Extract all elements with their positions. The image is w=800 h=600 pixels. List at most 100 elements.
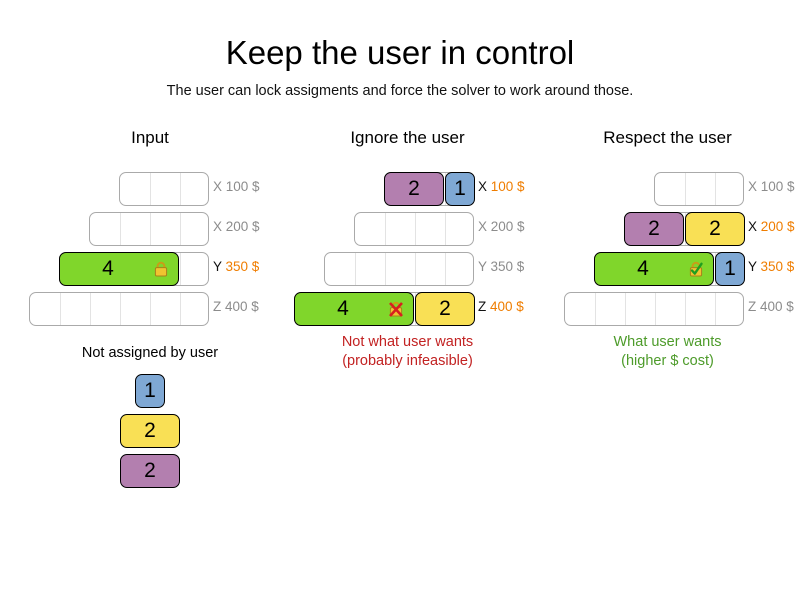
caption-line-2: (probably infeasible)	[342, 353, 473, 369]
row-cost-label: X 100 $	[478, 179, 525, 194]
row-cost-label: X 200 $	[748, 219, 795, 234]
column-title-respect: Respect the user	[603, 128, 732, 147]
caption-line-1: Not what user wants	[341, 334, 474, 350]
row-cost-value: 400 $	[756, 299, 794, 314]
row-resource-letter: X	[213, 219, 223, 234]
unassigned-block[interactable]: 1	[135, 374, 165, 408]
capacity-track-wrapper	[324, 252, 474, 286]
row-resource-letter: X	[748, 179, 758, 194]
capacity-track-wrapper	[564, 292, 744, 326]
lock-broken-icon[interactable]	[387, 300, 405, 318]
capacity-track-wrapper	[119, 172, 209, 206]
resource-row: Z 400 $	[0, 290, 300, 330]
capacity-track[interactable]	[119, 172, 209, 206]
assignment-block-value: 2	[408, 177, 420, 200]
row-resource-letter: Z	[478, 299, 487, 314]
column-title-ignore: Ignore the user	[350, 128, 465, 147]
capacity-cell-divider	[445, 253, 446, 285]
row-resource-letter: Z	[748, 299, 757, 314]
unassigned-block[interactable]: 2	[120, 414, 180, 448]
capacity-track[interactable]	[354, 212, 474, 246]
capacity-track-wrapper	[89, 212, 209, 246]
capacity-track-wrapper	[354, 212, 474, 246]
assignment-block[interactable]: 2	[624, 212, 684, 246]
assignment-block[interactable]: 2	[685, 212, 745, 246]
capacity-cell-divider	[445, 213, 446, 245]
assignment-block[interactable]: 2	[415, 292, 475, 326]
row-cost-value: 400 $	[221, 299, 259, 314]
unassigned-pool-title: Not assigned by user	[81, 345, 219, 361]
lock-closed-icon[interactable]	[152, 260, 170, 278]
resource-row: Z 400 $	[535, 290, 800, 330]
unassigned-pool: Not assigned by user 1 2 2	[0, 345, 300, 505]
row-resource-letter: Y	[748, 259, 757, 274]
row-resource-letter: X	[478, 219, 488, 234]
unassigned-pool-row: 2	[0, 451, 300, 491]
row-cost-value: 100 $	[487, 179, 525, 194]
assignment-block-value: 4	[337, 297, 349, 320]
row-cost-label: Y 350 $	[213, 259, 259, 274]
assignment-block-value: 2	[439, 297, 451, 320]
assignment-block-value: 1	[454, 177, 466, 200]
capacity-cell-divider	[180, 293, 181, 325]
resource-row: 4 Y 350 $	[0, 250, 300, 290]
capacity-cell-divider	[180, 253, 181, 285]
row-cost-label: X 200 $	[213, 219, 260, 234]
unassigned-pool-row: 1	[0, 371, 300, 411]
capacity-cell-divider	[120, 293, 121, 325]
resource-row: X 200 $	[0, 210, 300, 250]
row-cost-value: 200 $	[757, 219, 795, 234]
assignment-block[interactable]: 1	[445, 172, 475, 206]
capacity-cell-divider	[120, 213, 121, 245]
assignment-block[interactable]: 4	[594, 252, 714, 286]
row-resource-letter: Z	[213, 299, 222, 314]
row-cost-value: 350 $	[486, 259, 525, 274]
lock-checked-icon[interactable]	[687, 260, 705, 278]
row-cost-label: Z 400 $	[213, 299, 259, 314]
row-cost-label: Y 350 $	[478, 259, 524, 274]
row-resource-letter: Y	[213, 259, 222, 274]
assignment-block[interactable]: 2	[384, 172, 444, 206]
row-resource-letter: Y	[478, 259, 487, 274]
assignment-block-value: 1	[724, 257, 736, 280]
unassigned-pool-row: 2	[0, 411, 300, 451]
capacity-track[interactable]	[654, 172, 744, 206]
capacity-track-wrapper	[654, 172, 744, 206]
assignment-block[interactable]: 1	[715, 252, 745, 286]
capacity-cell-divider	[150, 213, 151, 245]
capacity-track[interactable]	[29, 292, 209, 326]
capacity-track[interactable]	[324, 252, 474, 286]
capacity-track[interactable]	[564, 292, 744, 326]
page-title: Keep the user in control	[225, 34, 575, 72]
assignment-block-value: 4	[102, 257, 114, 280]
assignment-block[interactable]: 4	[294, 292, 414, 326]
resource-rows: X 100 $ X 200 $ 4 Y 350 $ Z 400 $	[0, 170, 300, 330]
row-cost-value: 100 $	[222, 179, 260, 194]
capacity-cell-divider	[685, 293, 686, 325]
row-cost-label: X 100 $	[213, 179, 260, 194]
capacity-cell-divider	[180, 213, 181, 245]
capacity-cell-divider	[715, 173, 716, 205]
capacity-cell-divider	[180, 173, 181, 205]
row-cost-value: 400 $	[486, 299, 524, 314]
capacity-cell-divider	[150, 293, 151, 325]
unassigned-block[interactable]: 2	[120, 454, 180, 488]
row-cost-value: 350 $	[221, 259, 260, 274]
resource-row: X 100 $	[535, 170, 800, 210]
row-cost-label: X 200 $	[478, 219, 525, 234]
unassigned-block-value: 2	[144, 459, 156, 482]
row-resource-letter: X	[478, 179, 488, 194]
page-subtitle: The user can lock assigments and force t…	[166, 82, 634, 99]
capacity-track[interactable]	[89, 212, 209, 246]
assignment-block[interactable]: 4	[59, 252, 179, 286]
